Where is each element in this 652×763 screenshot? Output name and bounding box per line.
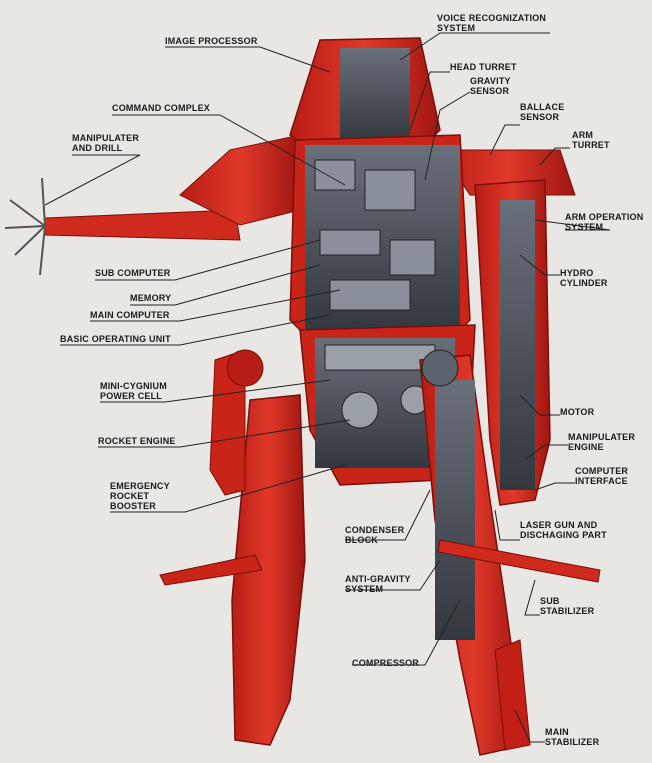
leader-head bbox=[409, 71, 450, 131]
label-memory: MEMORY bbox=[130, 293, 172, 303]
label-mini-cygnium-power-cell: MINI-CYGNIUM POWER CELL bbox=[100, 381, 167, 401]
leader-emergency bbox=[110, 464, 346, 513]
leader-voice bbox=[399, 32, 550, 61]
left-foot-fin bbox=[159, 554, 263, 586]
label-main-computer: MAIN COMPUTER bbox=[90, 310, 170, 320]
right-arm-interior bbox=[500, 200, 535, 490]
leader-rocket bbox=[98, 419, 351, 448]
leader-laser bbox=[494, 509, 520, 541]
leader-hydro bbox=[519, 254, 560, 276]
leader-sub-computer bbox=[95, 239, 321, 281]
label-arm-operation-system: ARM OPERATION SYSTEM bbox=[565, 212, 644, 232]
leader-arm-op bbox=[534, 219, 611, 231]
leader-motor bbox=[519, 394, 560, 416]
leader-sub-stabilizer bbox=[524, 579, 540, 616]
label-basic-operating-unit: BASIC OPERATING UNIT bbox=[60, 334, 171, 344]
label-compressor: COMPRESSOR bbox=[352, 658, 420, 668]
label-command-complex: COMMAND COMPLEX bbox=[112, 103, 210, 113]
left-hip-joint bbox=[226, 349, 264, 387]
label-gravity-sensor: GRAVITY SENSOR bbox=[470, 76, 511, 96]
leader-gravity bbox=[424, 91, 471, 181]
engine-detail bbox=[324, 344, 436, 429]
leader-lines bbox=[44, 32, 611, 743]
label-rocket-engine: ROCKET ENGINE bbox=[98, 436, 176, 446]
label-emergency-rocket-booster: EMERGENCY ROCKET BOOSTER bbox=[110, 481, 170, 511]
machinery-detail bbox=[314, 159, 436, 311]
leader-main-stabilizer bbox=[514, 709, 545, 743]
label-main-stabilizer: MAIN STABILIZER bbox=[545, 727, 600, 747]
label-hydro-cylinder: HYDRO CYLINDER bbox=[560, 268, 608, 288]
label-voice-recognization: VOICE RECOGNIZATION SYSTEM bbox=[437, 13, 547, 33]
label-image-processor: IMAGE PROCESSOR bbox=[165, 36, 258, 46]
label-manipulater-and-drill: MANIPULATER AND DRILL bbox=[72, 133, 140, 153]
label-motor: MOTOR bbox=[560, 407, 595, 417]
head-interior bbox=[340, 48, 410, 143]
leader-memory bbox=[130, 264, 321, 306]
label-computer-interface: COMPUTER INTERFACE bbox=[575, 466, 629, 486]
leader-command bbox=[112, 114, 346, 186]
label-head-turret: HEAD TURRET bbox=[450, 62, 517, 72]
leader-condenser bbox=[345, 489, 431, 541]
knee-joint bbox=[421, 349, 459, 387]
leader-compressor bbox=[352, 599, 461, 666]
leader-cygnium bbox=[100, 379, 331, 403]
leader-arm-turret bbox=[539, 147, 570, 166]
label-condenser-block: CONDENSER BLOCK bbox=[345, 525, 405, 545]
leader-ballace bbox=[489, 124, 520, 156]
right-leg-interior bbox=[435, 380, 475, 640]
label-manipulater-engine: MANIPULATER ENGINE bbox=[568, 432, 636, 452]
label-laser-gun: LASER GUN AND DISCHAGING PART bbox=[520, 520, 607, 540]
leader-interface bbox=[534, 482, 575, 491]
leader-manipulater bbox=[44, 154, 141, 206]
drill-head bbox=[4, 177, 46, 276]
leader-manip-engine bbox=[524, 444, 568, 461]
label-arm-turret: ARM TURRET bbox=[572, 130, 610, 150]
leader-main-computer bbox=[90, 289, 341, 322]
manipulator-arm bbox=[44, 209, 241, 241]
leader-image bbox=[165, 46, 331, 73]
laser-gun bbox=[437, 539, 601, 583]
label-anti-gravity-system: ANTI-GRAVITY SYSTEM bbox=[345, 574, 411, 594]
leader-anti-gravity bbox=[345, 559, 441, 591]
label-sub-stabilizer: SUB STABILIZER bbox=[540, 596, 595, 616]
label-sub-computer: SUB COMPUTER bbox=[95, 268, 171, 278]
leader-basic bbox=[60, 314, 331, 346]
label-ballace-sensor: BALLACE SENSOR bbox=[520, 102, 565, 122]
